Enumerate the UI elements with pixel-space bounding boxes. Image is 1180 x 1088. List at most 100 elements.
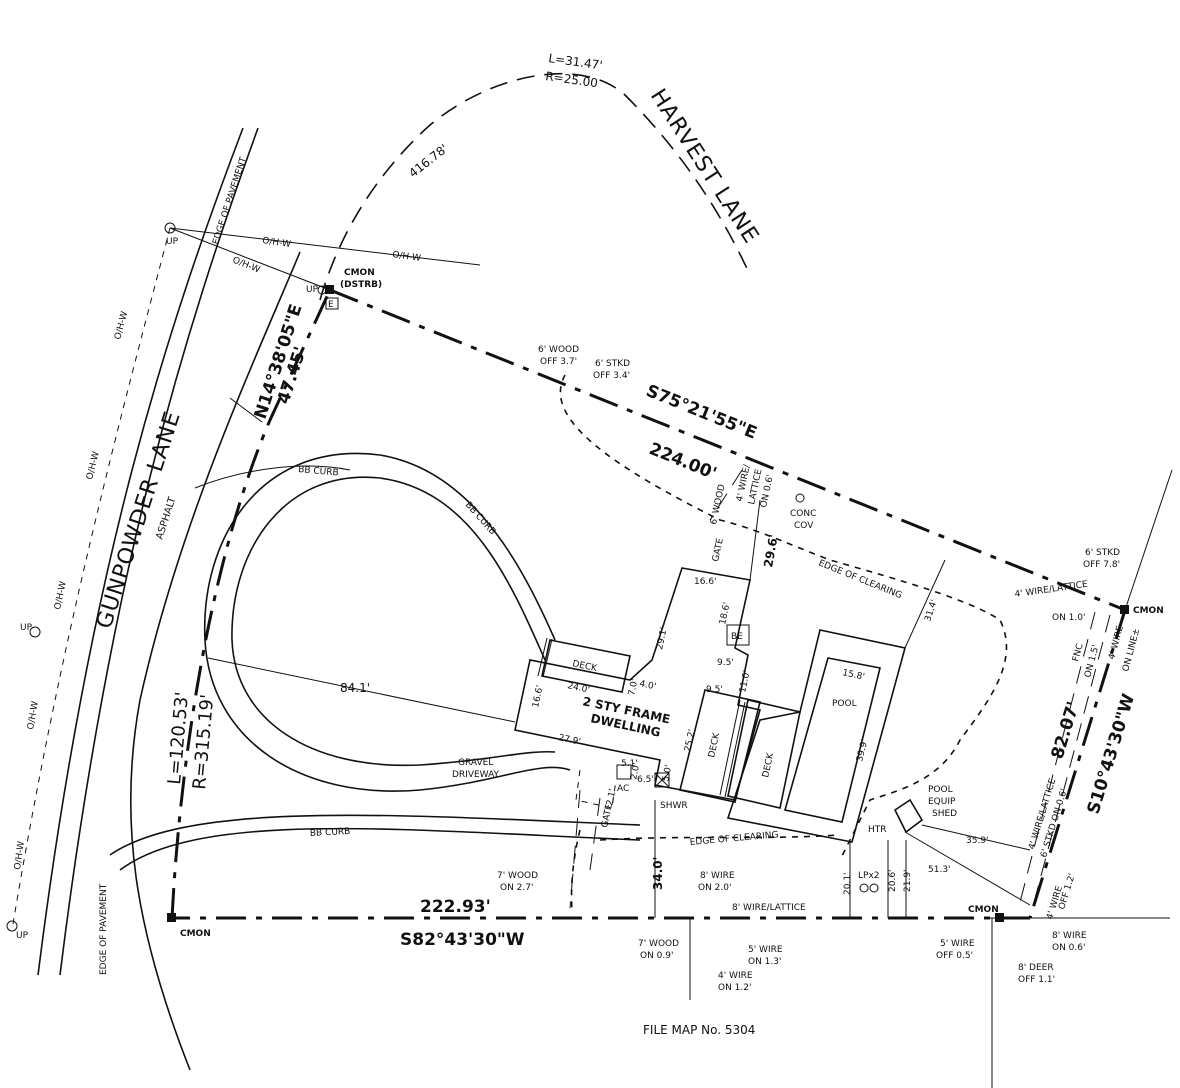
dwelling-dim: 7.0' xyxy=(627,678,640,697)
fence-label: 8' WIRE xyxy=(700,871,735,881)
curve-top-length: L=31.47' xyxy=(548,51,604,72)
offset-dim: 34.0' xyxy=(651,857,665,890)
fence-label: ON 2.0' xyxy=(698,883,731,893)
dwelling-dim: 4.0' xyxy=(638,679,657,692)
fence-label: 7' WOOD xyxy=(638,939,679,949)
dwelling-dim: 2.1' xyxy=(605,788,618,807)
bb-curb-label: BB CURB xyxy=(463,500,498,537)
curve-left-length: L=120.53' xyxy=(164,691,193,786)
lp-tank-icon xyxy=(859,883,869,893)
lp-label: LPx2 xyxy=(858,871,880,881)
fence-label: ON 1.3' xyxy=(748,957,781,967)
utility-pole-label: UP xyxy=(20,623,33,633)
fence-label: OFF 1.1' xyxy=(1018,975,1055,985)
fence-label: ON 1.2' xyxy=(718,983,751,993)
fence-label: OFF 3.4' xyxy=(593,371,630,381)
dwelling-dim: 5.0' xyxy=(661,764,674,783)
pool-dim: 39.9' xyxy=(855,738,870,762)
gravel-label: GRAVEL xyxy=(458,758,493,768)
fence-label: 6' WOOD xyxy=(538,345,579,355)
shwr-label: SHWR xyxy=(660,801,688,811)
htr-label: HTR xyxy=(868,825,887,835)
overhead-wire-label: O/H-W xyxy=(26,700,41,730)
monument-marker xyxy=(995,913,1004,922)
fence-label: 5' WIRE xyxy=(940,939,975,949)
utility-pole-icon xyxy=(29,626,41,638)
curve-top-radius: R=25.00 xyxy=(545,69,599,90)
interior-fences xyxy=(569,469,1111,911)
utility-pole-icon xyxy=(164,222,176,234)
deck-label: DECK xyxy=(761,751,776,778)
south-distance: 222.93' xyxy=(420,897,491,917)
cmon-label: CMON xyxy=(1133,606,1164,616)
monument-marker xyxy=(1120,605,1129,614)
asphalt-label: ASPHALT xyxy=(154,495,178,541)
electric-box xyxy=(325,297,339,310)
fence-label: ON LINE± xyxy=(1121,627,1142,672)
fence-label: 4' WIRE/LATTICE xyxy=(1014,580,1089,600)
dwelling-dim: 2.0' xyxy=(629,762,642,781)
dwelling-dim: 9.5' xyxy=(717,658,734,668)
overhead-wire-label: O/H-W xyxy=(392,250,422,264)
dwelling-dim: 29.1' xyxy=(655,627,669,651)
dwelling-dim: 6.5' xyxy=(637,775,654,785)
harvest-lane-label: HARVEST LANE xyxy=(645,85,764,249)
fence-label: 8' DEER xyxy=(1018,963,1054,973)
gravel-label: DRIVEWAY xyxy=(452,770,500,780)
pool-shed-label: POOL xyxy=(928,785,953,795)
fence-label: 5' WIRE xyxy=(748,945,783,955)
offset-dim: 29.6' xyxy=(761,533,781,568)
fence-label: OFF 3.7' xyxy=(540,357,577,367)
dwelling-dim: 9.5' xyxy=(706,685,723,695)
dwelling-outline xyxy=(514,567,801,809)
conc-cov-marker xyxy=(795,493,805,503)
pool-label: POOL xyxy=(832,699,857,709)
utility-pole-label: UP xyxy=(166,237,179,247)
electric-box-label: E xyxy=(328,300,334,310)
overhead-wire-label: O/H-W xyxy=(231,256,261,276)
fence-label: 8' WIRE xyxy=(1052,931,1087,941)
dwelling-dim: 16.6' xyxy=(531,685,545,709)
be-box xyxy=(726,624,750,646)
cmon-label: CMON xyxy=(344,268,375,278)
dwelling-dim: 11.0' xyxy=(738,670,752,694)
conc-cov-label: COV xyxy=(794,521,814,531)
edge-of-clearing-label: EDGE OF CLEARING xyxy=(689,830,779,848)
dimension-lines xyxy=(207,499,1031,918)
cmon-label: CMON xyxy=(180,929,211,939)
monument-marker xyxy=(167,913,176,922)
conc-cov-label: CONC xyxy=(790,509,816,519)
cmon-label: CMON xyxy=(968,905,999,915)
fence-label: ON 0.6' xyxy=(1052,943,1085,953)
deck-label: DECK xyxy=(707,731,722,758)
harvest-curve xyxy=(319,72,751,301)
file-map-label: FILE MAP No. 5304 xyxy=(643,1023,755,1037)
dwelling-dim: 5.1' xyxy=(621,759,638,769)
fence-label: 8' WIRE/LATTICE xyxy=(732,903,806,913)
fence-label: 4' WIRE xyxy=(718,971,753,981)
gate-label: GATE xyxy=(711,537,726,562)
driveway-loop xyxy=(109,452,641,871)
dwelling-dim: 16.6' xyxy=(694,577,717,587)
overhead-wire-label: O/H-W xyxy=(13,841,27,871)
fence-label: ON 2.7' xyxy=(500,883,533,893)
fence-label: 4' WIRE xyxy=(1107,625,1126,661)
fence-label: ON 1.0' xyxy=(1052,613,1085,623)
overhead-wire-label: O/H-W xyxy=(113,310,130,340)
offset-dim: 21.9' xyxy=(903,869,913,892)
deck-label: DECK xyxy=(571,659,598,674)
lp-tank-icon xyxy=(869,883,879,893)
monument-marker xyxy=(325,285,334,294)
overhead-wires xyxy=(6,222,481,932)
pool-dim: 15.8' xyxy=(841,668,865,682)
offset-dim: 84.1' xyxy=(340,681,370,695)
fence-label: 6' STKD xyxy=(595,359,630,369)
south-bearing: S82°43'30"W xyxy=(400,930,525,950)
fence-label: OFF 7.8' xyxy=(1083,560,1120,570)
offset-dim: 35.9' xyxy=(966,836,989,846)
edge-of-pavement-label: EDGE OF PAVEMENT xyxy=(211,156,249,246)
east-bearing: S10°43'30"W xyxy=(1084,691,1140,816)
bb-curb-label: BB CURB xyxy=(310,827,351,839)
pool-shed-label: EQUIP xyxy=(928,797,956,807)
curve-top-chord: 416.78' xyxy=(406,141,450,180)
